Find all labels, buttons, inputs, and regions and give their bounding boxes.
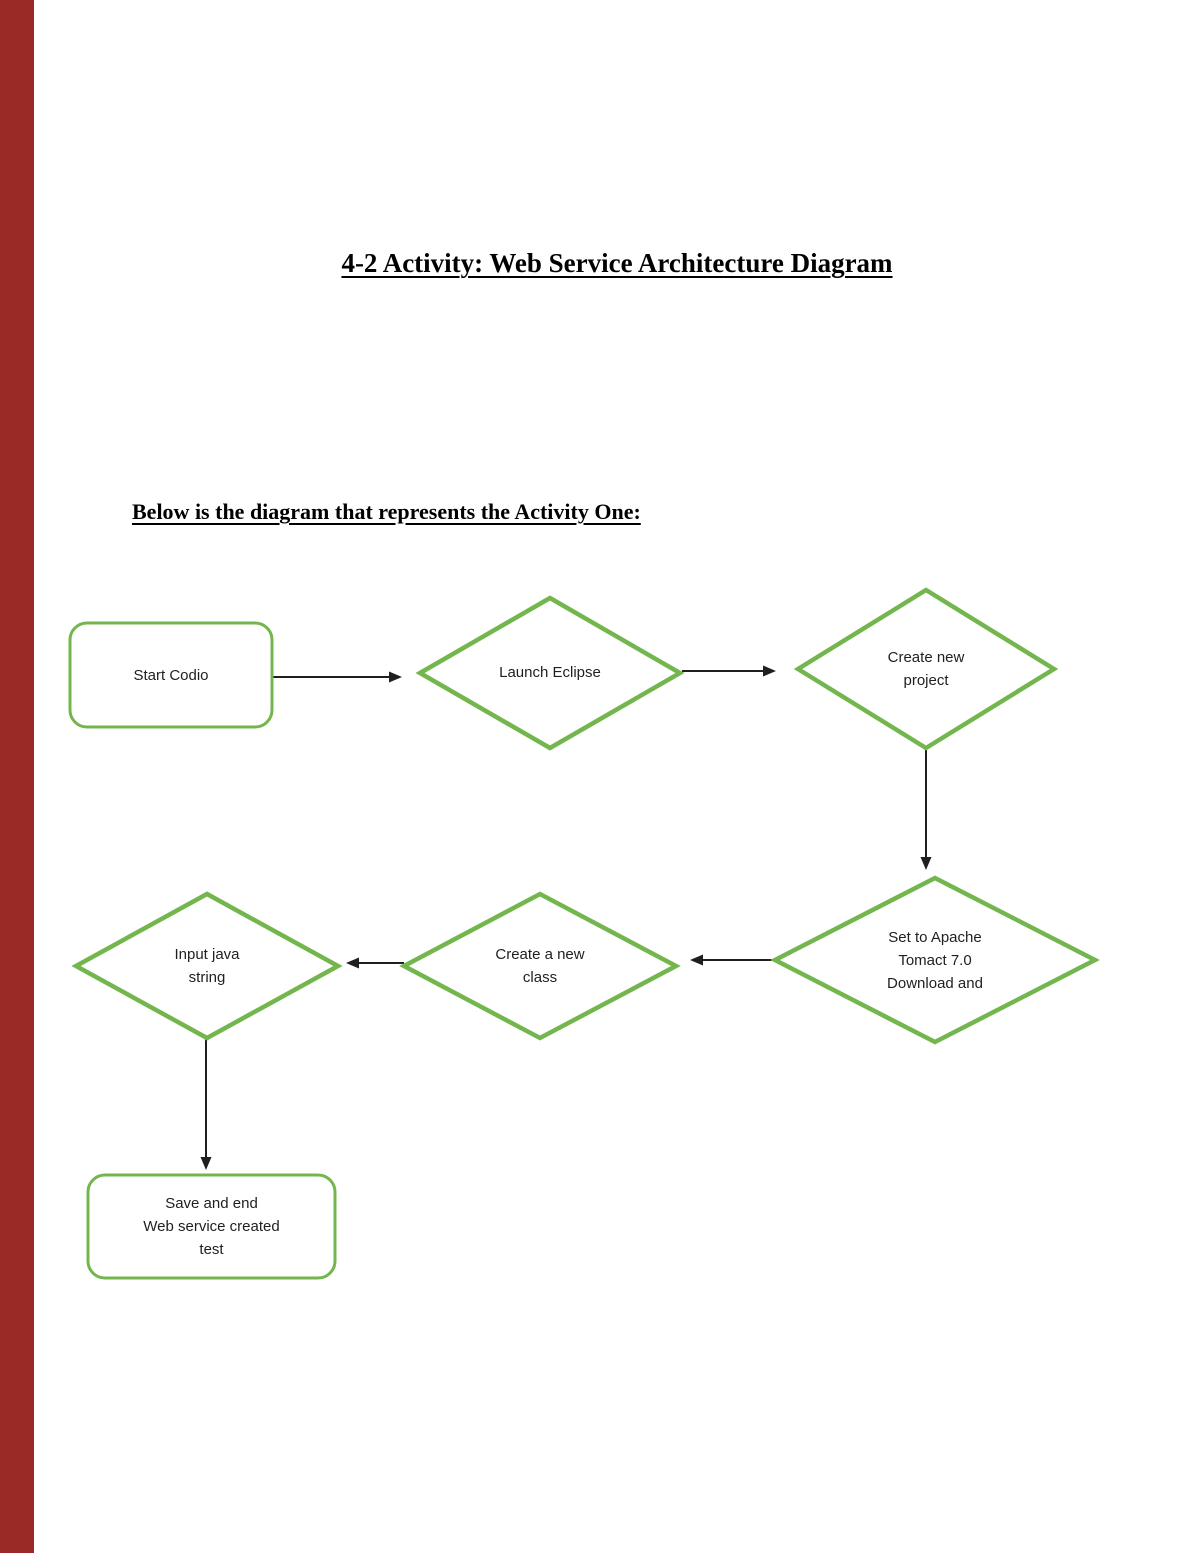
node-label-line: Launch Eclipse: [499, 664, 601, 681]
node-label-line: Save and end: [165, 1195, 258, 1212]
page-edge-bar: [0, 0, 34, 1553]
start-node-label: Start Codio: [70, 623, 272, 727]
page-title: 4-2 Activity: Web Service Architecture D…: [341, 248, 893, 278]
node-label-line: string: [188, 969, 226, 986]
save-end-label: Save and end Web service created test: [91, 1192, 332, 1261]
node-label-line: Start Codio: [133, 666, 209, 684]
create-new-class-diamond: [399, 891, 681, 1041]
start-node-shape: [68, 621, 274, 729]
create-new-class-label: Create a new class: [430, 943, 650, 989]
create-new-project-diamond: [793, 587, 1059, 751]
page-subtitle: Below is the diagram that represents the…: [132, 499, 641, 524]
node-label-line: Download and: [887, 975, 983, 992]
node-label-line: class: [522, 969, 558, 986]
create-new-project-label: Create new project: [816, 646, 1036, 692]
node-label-line: Create a new: [495, 946, 585, 963]
set-apache-diamond: [770, 875, 1100, 1045]
node-label-line: Web service created: [143, 1218, 280, 1235]
node-label-line: Create new: [887, 649, 965, 666]
launch-eclipse-label: Launch Eclipse: [440, 661, 660, 684]
node-label-line: test: [199, 1241, 224, 1258]
node-label-line: Input java: [174, 946, 240, 963]
set-apache-label: Set to Apache Tomact 7.0 Download and: [825, 926, 1045, 995]
input-java-diamond: [71, 891, 343, 1041]
launch-eclipse-diamond: [415, 595, 685, 751]
save-end-node-shape: [86, 1173, 337, 1280]
node-label-line: project: [903, 672, 949, 689]
node-label-line: Set to Apache: [888, 929, 982, 946]
node-label-line: Tomact 7.0: [898, 952, 972, 969]
input-java-label: Input java string: [97, 943, 317, 989]
